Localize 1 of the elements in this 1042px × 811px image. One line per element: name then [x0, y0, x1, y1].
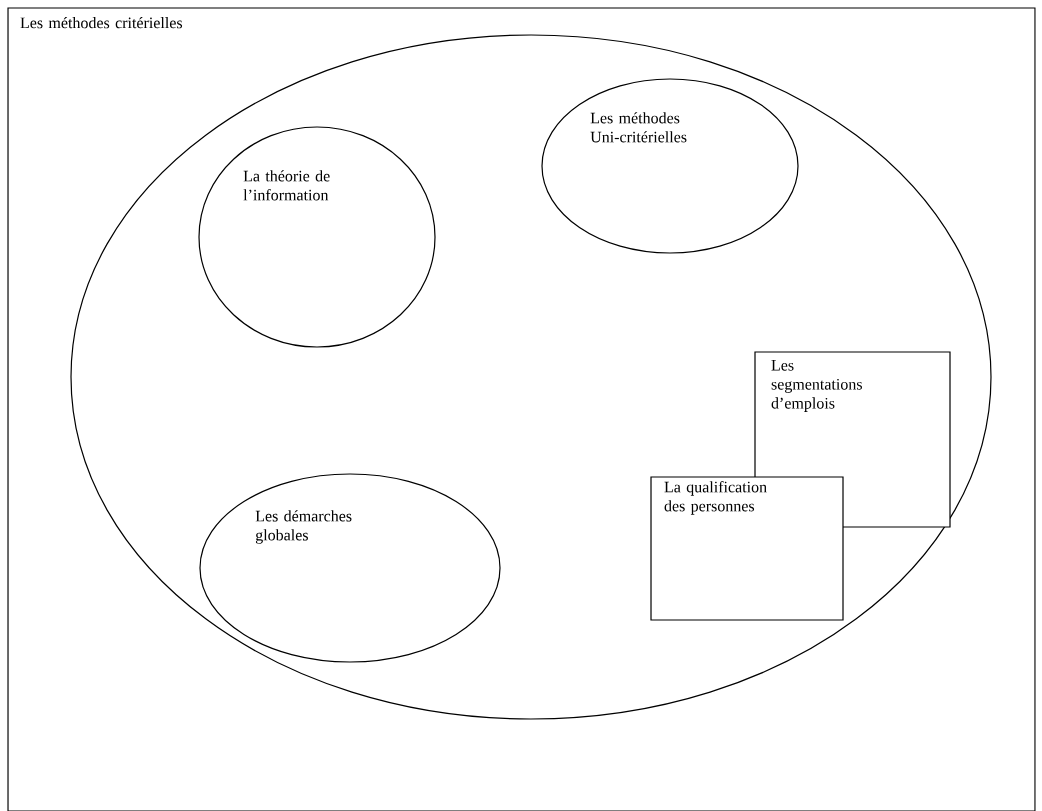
- box: La qualification des personnes: [650, 476, 844, 621]
